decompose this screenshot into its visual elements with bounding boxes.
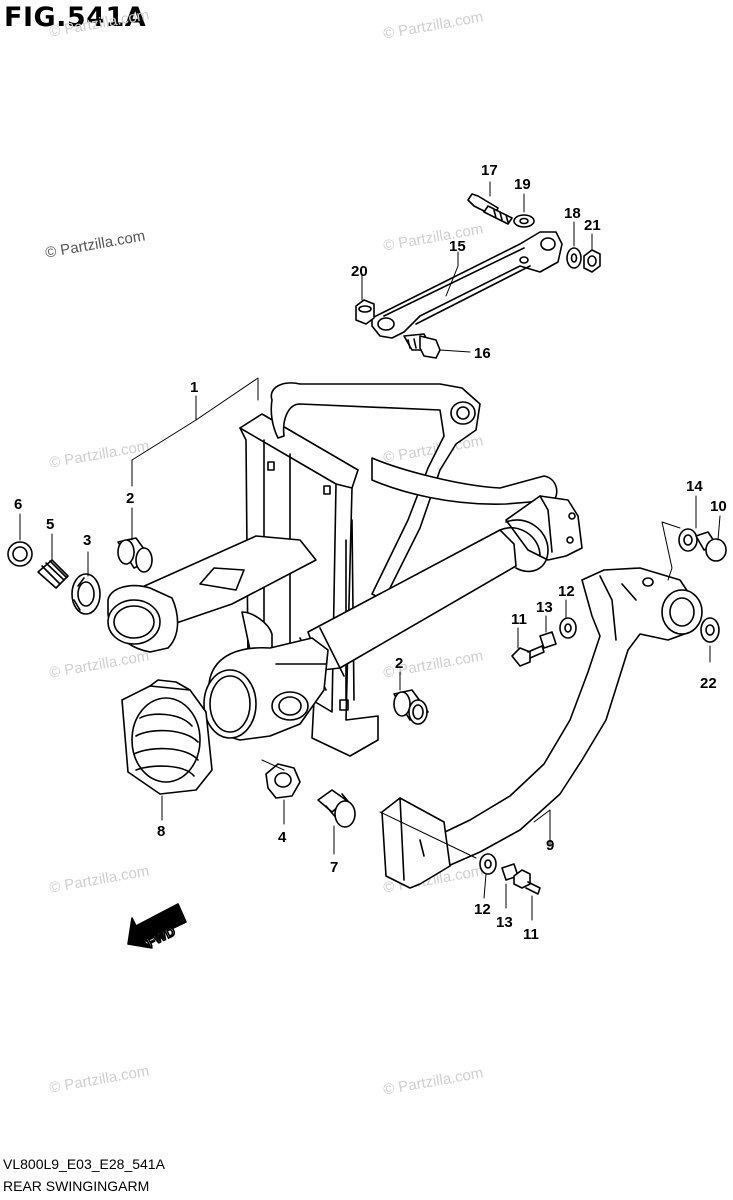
callout-7: 7 [330, 859, 338, 876]
callout-2: 2 [126, 490, 134, 507]
callout-19: 19 [514, 176, 531, 193]
callout-15: 15 [449, 238, 466, 255]
callout-5: 5 [46, 516, 54, 533]
callout-11: 11 [523, 926, 539, 943]
pivot-nut-4 [265, 763, 301, 799]
callout-21: 21 [584, 217, 601, 234]
callout-3: 3 [83, 532, 91, 549]
callout-18: 18 [564, 205, 581, 222]
nut-20 [355, 299, 375, 325]
leader-lines [19, 181, 721, 921]
pivot-bolt-5 [37, 559, 69, 589]
bearing-3 [71, 573, 101, 615]
collar-14 [678, 528, 698, 552]
callout-13: 13 [496, 914, 513, 931]
pivot-bolt-7 [317, 789, 356, 828]
washer-19 [513, 214, 535, 228]
callout-1: 1 [190, 379, 198, 396]
swingarm-frame [107, 382, 583, 757]
figure-title: FIG.541A [4, 2, 147, 33]
fwd-arrow: FWD [127, 903, 187, 951]
callout-11: 11 [511, 611, 527, 628]
callout-8: 8 [157, 823, 165, 840]
callout-20: 20 [351, 263, 368, 280]
bolt-17 [467, 193, 513, 225]
bearing-2-lower [393, 689, 429, 725]
bolt-11-upper [511, 645, 545, 667]
callout-6: 6 [14, 496, 22, 513]
bolt-16 [403, 333, 441, 359]
bushing-12-upper [559, 617, 577, 639]
callout-16: 16 [474, 345, 491, 362]
callout-12: 12 [558, 583, 575, 600]
spacer-13-upper [539, 631, 557, 649]
torque-link [371, 231, 563, 339]
callout-22: 22 [700, 675, 717, 692]
washer-22 [700, 617, 720, 643]
diagram-code: VL800L9_E03_E28_541A [3, 1156, 165, 1172]
callout-12: 12 [474, 901, 491, 918]
nut-21 [583, 249, 601, 273]
callout-4: 4 [278, 829, 287, 846]
axle-bracket-9 [381, 567, 703, 889]
bolt-11-lower [513, 869, 541, 895]
callout-10: 10 [710, 498, 727, 515]
bushing-12-lower [479, 853, 497, 875]
diagram-name: REAR SWINGINGARM [3, 1178, 150, 1194]
bearing-2-upper [117, 537, 153, 573]
axle-pin-10 [695, 531, 727, 562]
washer-18 [566, 247, 582, 269]
callout-17: 17 [481, 162, 498, 179]
callout-2: 2 [395, 655, 403, 672]
seal-6 [7, 541, 33, 567]
dust-boot-8 [121, 679, 213, 795]
callout-13: 13 [536, 599, 553, 616]
callout-9: 9 [546, 837, 554, 854]
callout-14: 14 [686, 478, 703, 495]
